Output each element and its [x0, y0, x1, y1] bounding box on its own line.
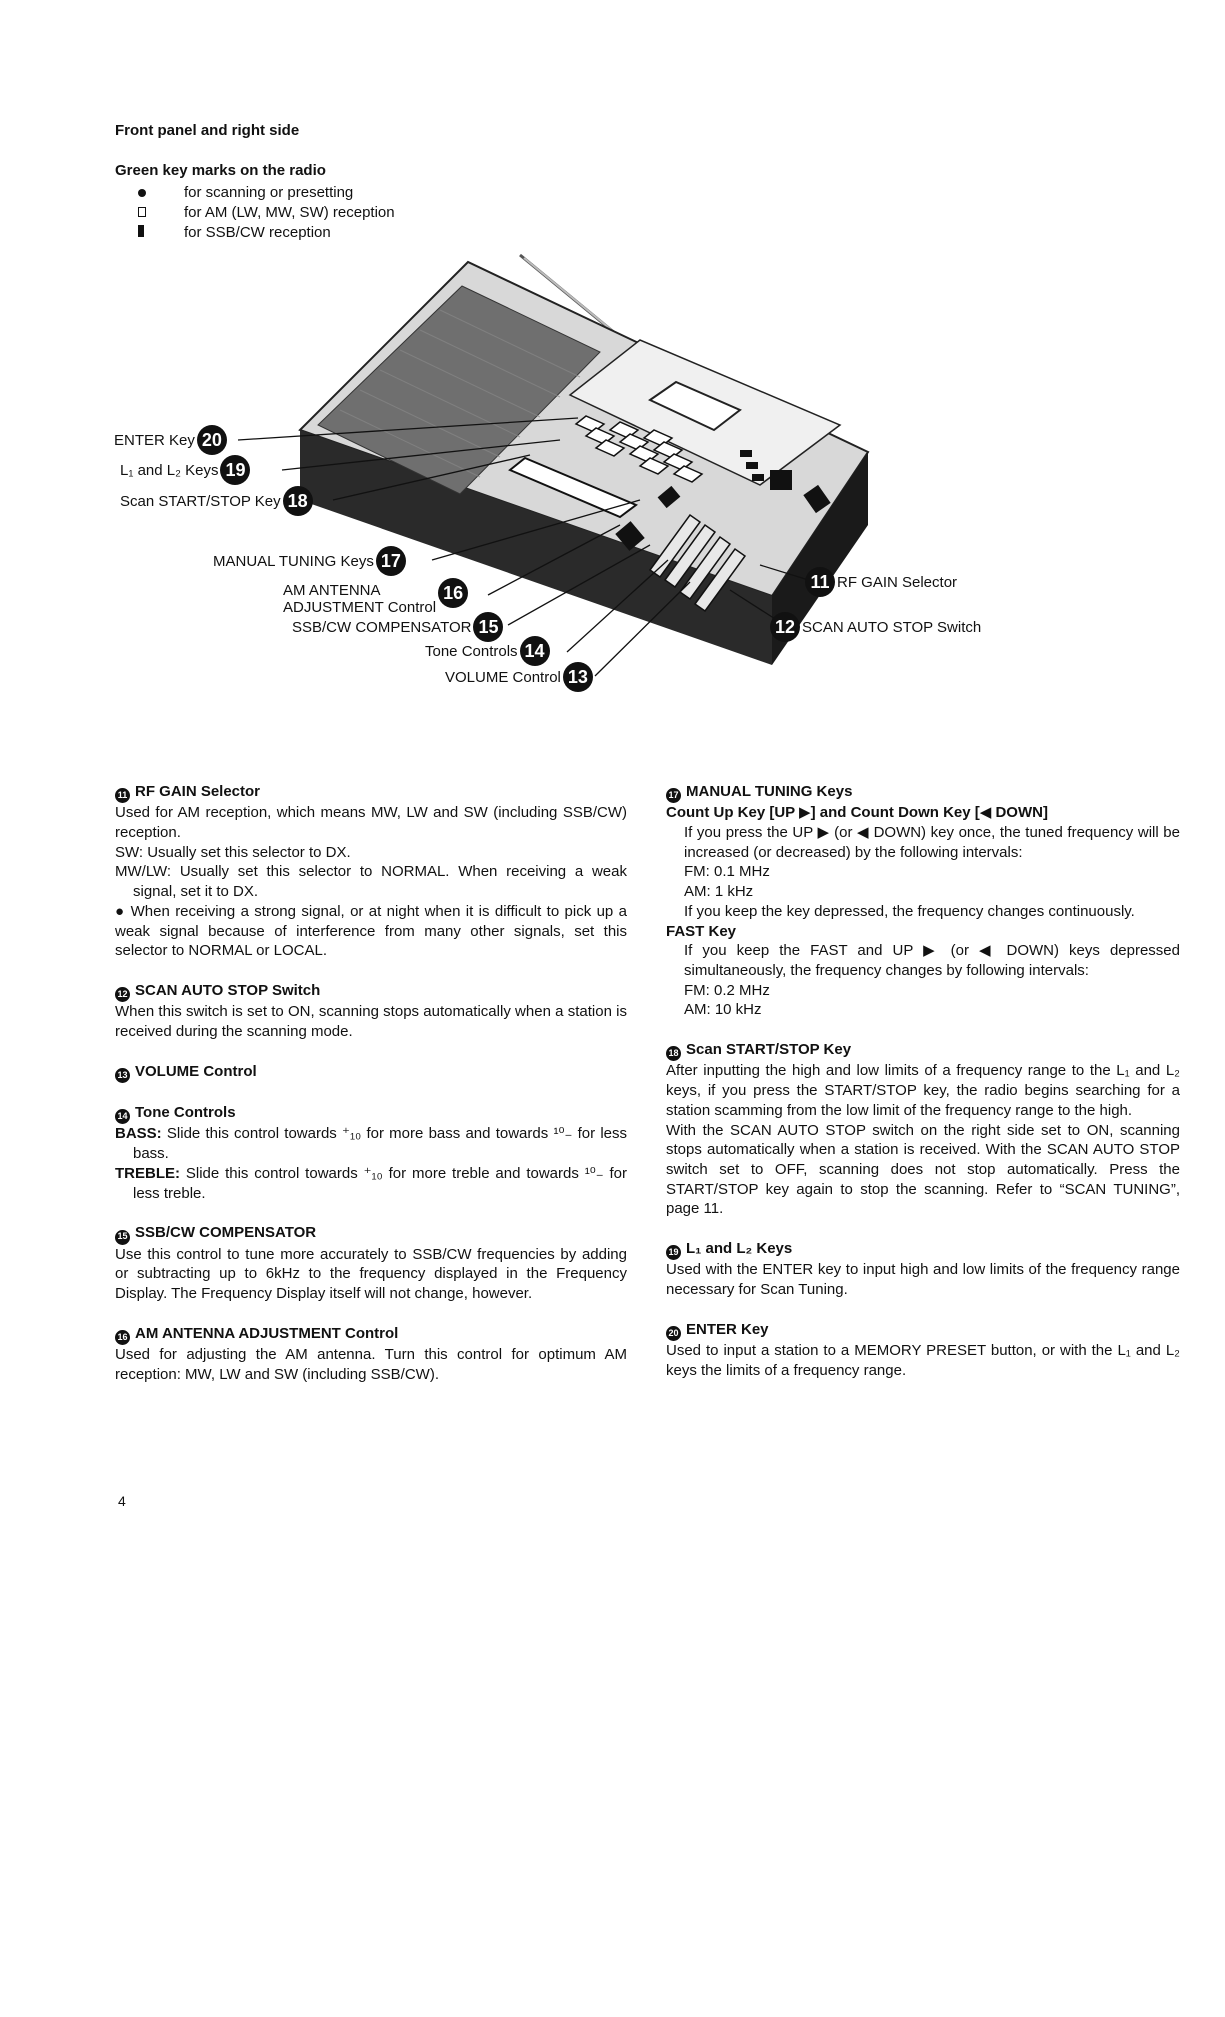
section-number: 17	[666, 788, 681, 804]
paragraph: Used to input a station to a MEMORY PRES…	[666, 1342, 1180, 1379]
legend-item-text: for scanning or presetting	[184, 184, 354, 201]
open-square-icon	[138, 207, 146, 217]
paragraph: If you press the UP ▶ (or ◀ DOWN) key on…	[684, 824, 1180, 861]
callout-rf-gain-selector: 11 RF GAIN Selector	[803, 567, 957, 597]
paragraph: AM: 10 kHz	[684, 1001, 762, 1019]
callout-number: 11	[805, 567, 835, 597]
paragraph: BASS: Slide this control towards ⁺₁₀ for…	[115, 1125, 627, 1163]
legend-item-text: for SSB/CW reception	[184, 224, 331, 241]
callout-number: 16	[438, 578, 469, 608]
paragraph: TREBLE: Slide this control towards ⁺₁₀ f…	[115, 1164, 628, 1202]
legend-item-text: for AM (LW, MW, SW) reception	[184, 204, 395, 221]
callout-manual-tuning-keys: MANUAL TUNING Keys 17	[213, 546, 408, 576]
callout-number: 17	[375, 546, 406, 576]
filled-bar-icon	[138, 225, 144, 237]
filled-dot-icon	[138, 189, 146, 197]
section-number: 13	[115, 1068, 130, 1084]
legend-item: for SSB/CW reception	[138, 224, 331, 241]
paragraph: If you keep the FAST and UP ▶ (or ◀ DOWN…	[684, 942, 1180, 979]
page-title: Front panel and right side	[115, 122, 300, 139]
callout-scan-start-stop-key: Scan START/STOP Key 18	[120, 486, 315, 516]
paragraph: Used for AM reception, which means MW, L…	[115, 804, 627, 842]
callout-l1-l2-keys: L₁ and L₂ Keys 19	[120, 455, 252, 485]
legend-item: for scanning or presetting	[138, 184, 353, 201]
callout-enter-key: ENTER Key 20	[114, 425, 229, 455]
radio-illustration	[237, 253, 870, 677]
paragraph: Used with the ENTER key to input high an…	[666, 1261, 1180, 1299]
section-number: 12	[115, 987, 130, 1003]
callout-number: 19	[220, 455, 251, 485]
paragraph: FM: 0.1 MHz	[684, 863, 770, 881]
paragraph: MW/LW: Usually set this selector to NORM…	[115, 863, 627, 901]
callout-number: 14	[519, 636, 550, 666]
callout-number: 15	[473, 612, 504, 642]
paragraph: Used for adjusting the AM antenna. Turn …	[115, 1346, 627, 1383]
paragraph: ● When receiving a strong signal, or at …	[115, 902, 627, 960]
paragraph: With the SCAN AUTO STOP switch on the ri…	[666, 1121, 1180, 1218]
callout-volume-control: VOLUME Control 13	[445, 662, 595, 692]
section-number: 20	[666, 1326, 681, 1342]
callout-number: 12	[770, 612, 800, 642]
paragraph: Use this control to tune more accurately…	[115, 1245, 627, 1302]
callout-ssb-cw-compensator: SSB/CW COMPENSATOR 15	[292, 612, 505, 642]
callout-scan-auto-stop-switch: 12 SCAN AUTO STOP Switch	[768, 612, 981, 642]
section-number: 18	[666, 1046, 681, 1062]
section-number: 15	[115, 1229, 130, 1245]
callout-am-antenna-adjustment: AM ANTENNA ADJUSTMENT Control 16	[283, 578, 470, 616]
subheading: Count Up Key [UP ▶] and Count Down Key […	[666, 804, 1048, 822]
subheading: FAST Key	[666, 922, 737, 940]
page-number: 4	[118, 1493, 126, 1509]
paragraph: If you keep the key depressed, the frequ…	[684, 902, 1135, 920]
section-number: 11	[115, 788, 130, 804]
section-number: 19	[666, 1245, 681, 1261]
paragraph: After inputting the high and low limits …	[666, 1062, 1180, 1119]
legend-title: Green key marks on the radio	[115, 162, 326, 179]
paragraph: When this switch is set to ON, scanning …	[115, 1003, 627, 1041]
section-number: 16	[115, 1330, 130, 1346]
paragraph: SW: Usually set this selector to DX.	[115, 843, 351, 861]
callout-number: 18	[282, 486, 313, 516]
paragraph: AM: 1 kHz	[684, 883, 754, 901]
section-number: 14	[115, 1109, 130, 1125]
legend-item: for AM (LW, MW, SW) reception	[138, 204, 395, 221]
callout-tone-controls: Tone Controls 14	[425, 636, 552, 666]
paragraph: FM: 0.2 MHz	[684, 981, 770, 999]
callout-number: 20	[196, 425, 227, 455]
callout-number: 13	[562, 662, 593, 692]
